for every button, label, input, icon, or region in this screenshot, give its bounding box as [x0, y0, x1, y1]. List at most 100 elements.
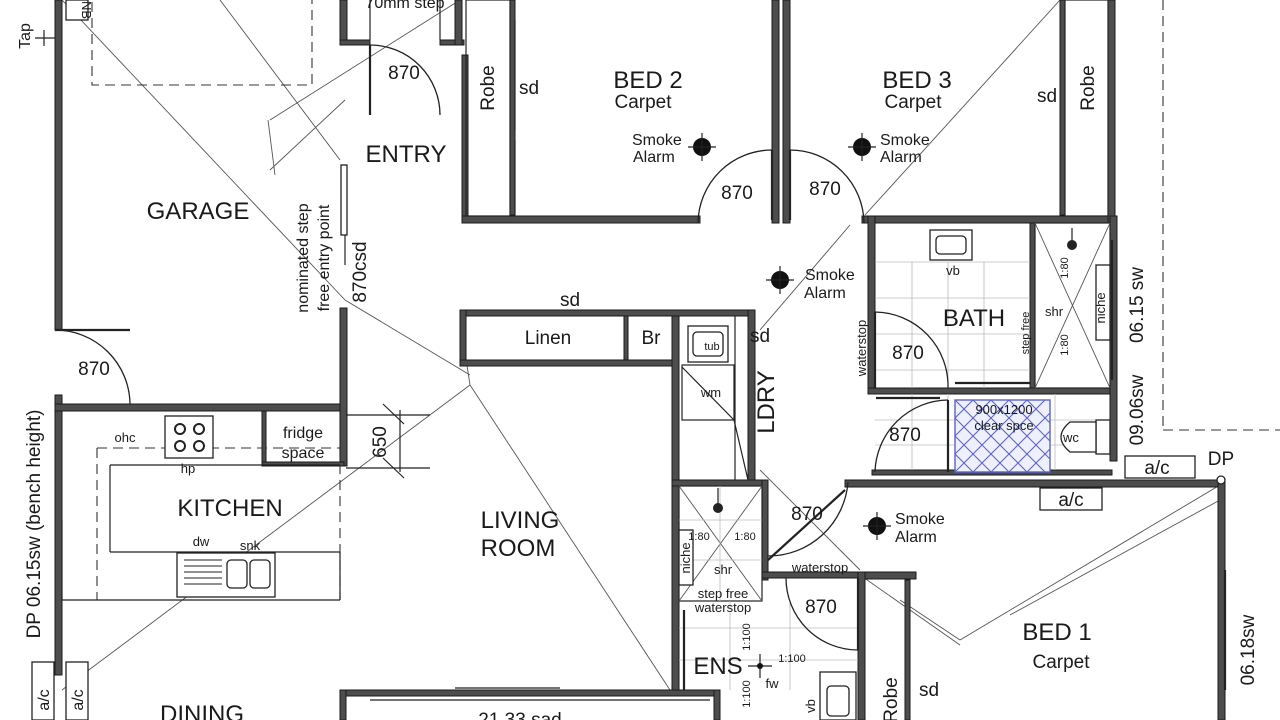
dp-bench-height: DP 06.15sw (bench height)	[24, 410, 45, 639]
diagonal-guide-lines	[61, 0, 1221, 691]
niche-label-bath: niche	[1093, 292, 1108, 323]
door-bed3	[788, 149, 865, 224]
bath-tiles	[678, 222, 1111, 690]
toilet-cistern-icon	[1095, 419, 1111, 455]
ratio-ens-left: 1:80	[688, 531, 709, 543]
ac-label-right: a/c	[1144, 458, 1169, 479]
sd-label-bed3: sd	[1037, 86, 1057, 107]
ratio-bath-top: 1:80	[1059, 257, 1071, 278]
csd-door-label: 870csd	[350, 241, 371, 302]
room-label-bed1: BED 1	[1022, 619, 1091, 646]
ratio-ens-right: 1:80	[734, 531, 755, 543]
alarm-label-3: Alarm	[804, 285, 846, 302]
door-ens	[767, 481, 849, 561]
waterstop-ens: waterstop	[694, 600, 751, 615]
fixtures	[164, 140, 1111, 720]
ohc-label: ohc	[115, 430, 136, 445]
nb-label: NB	[79, 1, 94, 19]
linen-label: Linen	[525, 328, 572, 349]
alarm-label-2: Alarm	[880, 149, 922, 166]
waterstop-bath: waterstop	[854, 320, 869, 377]
ratio-bath-bottom: 1:80	[1059, 334, 1071, 355]
smoke-label-1: Smoke	[632, 132, 682, 149]
smoke-alarms	[688, 133, 891, 678]
door-width-bed3: 870	[809, 179, 841, 200]
smoke-alarm-icon	[766, 266, 794, 294]
dimension-650: 650	[370, 426, 391, 458]
step-free-bath: step free	[1020, 312, 1032, 355]
room-label-bed2: BED 2	[613, 67, 682, 94]
smoke-alarm-icon	[863, 512, 891, 540]
room-label-kitchen: KITCHEN	[177, 495, 282, 522]
tub-label: tub	[704, 341, 719, 353]
bed2-carpet: Carpet	[614, 92, 672, 113]
smoke-label-4: Smoke	[895, 511, 945, 528]
door-entry	[368, 44, 441, 116]
room-label-ldry: LDRY	[753, 370, 780, 434]
fridge-label-line1: fridge	[283, 425, 323, 442]
door-width-bed2: 870	[721, 183, 753, 204]
csd-door-panel	[340, 164, 348, 236]
sd-label-bed2: sd	[519, 78, 539, 99]
room-label-living-line2: ROOM	[481, 535, 556, 562]
door-width-wc: 870	[889, 425, 921, 446]
vb-label-ens: vb	[803, 699, 818, 713]
robe-label-bed3: Robe	[1078, 65, 1099, 110]
ac-label-left2: a/c	[70, 689, 87, 710]
walls	[54, 0, 1226, 720]
ratio-ens-fw-top: 1:100	[741, 623, 753, 651]
dp-label: DP	[1208, 449, 1234, 470]
hp-label: hp	[181, 461, 195, 476]
step-note: 70mm step	[365, 0, 444, 12]
wm-label: wm	[700, 385, 721, 400]
clear-space-line2: clear spce	[974, 418, 1033, 433]
floor-waste-icon	[748, 654, 772, 678]
room-label-bath: BATH	[943, 305, 1005, 332]
door-bed1-ens	[785, 577, 860, 651]
sd-label-linen: sd	[560, 290, 580, 311]
room-label-living-line1: LIVING	[481, 507, 560, 534]
bed3-carpet: Carpet	[884, 92, 942, 113]
fridge-label-line2: space	[282, 445, 325, 462]
tap-label: Tap	[17, 23, 34, 49]
nominated-note-line1: nominated step	[295, 203, 312, 313]
vb-label-bath: vb	[946, 263, 960, 278]
door-wc	[874, 399, 950, 473]
alarm-label-1: Alarm	[633, 149, 675, 166]
room-label-garage: GARAGE	[147, 198, 250, 225]
niche-label-ens: niche	[678, 542, 693, 573]
ratio-ens-fw-bottom: 1:100	[741, 680, 753, 708]
detail-lines	[31, 0, 1226, 720]
door-width-ens: 870	[791, 504, 823, 525]
sw-0615: 06.15 sw	[1127, 267, 1148, 343]
door-width-bed1-ens: 870	[805, 597, 837, 618]
room-label-ens: ENS	[693, 653, 742, 680]
room-label-dining: DINING	[160, 701, 244, 720]
room-label-entry: ENTRY	[366, 141, 447, 168]
sw-0906: 09.06sw	[1127, 374, 1148, 445]
bed1-carpet: Carpet	[1032, 652, 1090, 673]
nominated-note-line2: free entry point	[316, 204, 333, 311]
broom-label: Br	[642, 328, 662, 349]
door-width-garage: 870	[78, 359, 110, 380]
fw-label: fw	[766, 676, 780, 691]
shr-label-bath: shr	[1045, 304, 1064, 319]
clear-space-line1: 900x1200	[975, 402, 1032, 417]
smoke-alarm-icon	[688, 133, 716, 161]
waterstop-ens-door: waterstop	[791, 560, 848, 575]
ac-label-left1: a/c	[36, 689, 53, 710]
annotation-labels: 70mm step nominated step free entry poin…	[17, 0, 1259, 720]
robe-label-bed2: Robe	[478, 65, 499, 110]
snk-label: snk	[240, 538, 261, 553]
ratio-ens-fw-right: 1:100	[778, 653, 806, 665]
door-width-bath: 870	[892, 343, 924, 364]
cooktop-icon	[164, 415, 214, 459]
dw-label: dw	[193, 534, 210, 549]
smoke-alarm-icon	[848, 133, 876, 161]
alarm-label-4: Alarm	[895, 529, 937, 546]
room-labels: GARAGE ENTRY BED 2 Carpet BED 3 Carpet B…	[147, 65, 1099, 720]
door-bath	[873, 311, 949, 389]
ac-label-bed1: a/c	[1058, 490, 1083, 511]
door-bed2	[697, 149, 774, 224]
